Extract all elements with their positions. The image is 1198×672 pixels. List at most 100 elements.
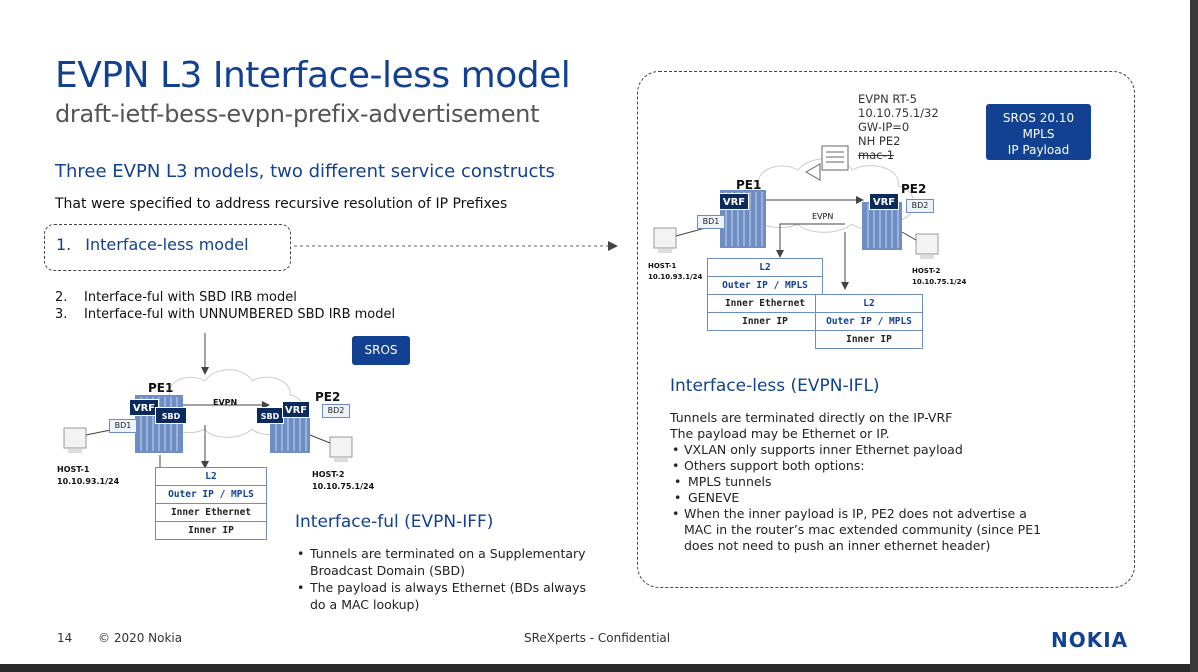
ifl-bullet: •Others support both options: bbox=[672, 458, 865, 473]
sros-payload: IP Payload bbox=[1007, 143, 1070, 157]
model-2-item: 2. Interface-ful with SBD IRB model bbox=[55, 289, 395, 306]
evpn-route-label: EVPN RT-5 10.10.75.1/32 GW-IP=0 NH PE2 m… bbox=[858, 92, 939, 162]
iff-evpn-label: EVPN bbox=[213, 398, 238, 407]
iff-bd1-box: BD1 bbox=[109, 419, 137, 433]
down-arrow-icon bbox=[201, 367, 209, 375]
sros-version: SROS 20.10 bbox=[1002, 111, 1075, 125]
ifl-host2-label: HOST-2 10.10.75.1/24 bbox=[912, 266, 966, 288]
route-gwip: GW-IP=0 bbox=[858, 120, 910, 134]
iff-packet-stack: L2 Outer IP / MPLS Inner Ethernet Inner … bbox=[155, 467, 267, 540]
nokia-logo: NOKIA bbox=[1051, 628, 1129, 652]
ifl-panel bbox=[637, 71, 1135, 588]
iff-pe2-sbd-badge: SBD bbox=[256, 407, 284, 424]
ifl-pe2-label: PE2 bbox=[901, 182, 927, 196]
iff-host1-ip: 10.10.93.1/24 bbox=[57, 477, 120, 486]
model-3-number: 3. bbox=[55, 307, 68, 322]
route-prefix: 10.10.75.1/32 bbox=[858, 106, 939, 120]
ifl-bd1-box: BD1 bbox=[697, 215, 725, 229]
stack-l2: L2 bbox=[815, 294, 923, 313]
callout-arrow bbox=[294, 241, 618, 251]
slide-subtitle: draft-ietf-bess-evpn-prefix-advertisemen… bbox=[55, 100, 540, 128]
confidential-label: SReXperts - Confidential bbox=[524, 631, 671, 645]
stack-inner-ip: Inner IP bbox=[155, 521, 267, 540]
ifl-sub-bullet: •MPLS tunnels bbox=[674, 474, 772, 489]
page-number: 14 bbox=[57, 631, 73, 645]
stack-outer: Outer IP / MPLS bbox=[155, 485, 267, 504]
ifl-pe1-label: PE1 bbox=[736, 178, 762, 192]
iff-pe2-vrf-badge: VRF bbox=[282, 401, 310, 418]
ifl-line-2: The payload may be Ethernet or IP. bbox=[670, 426, 890, 441]
model-1-label: Interface-less model bbox=[85, 235, 249, 254]
ifl-bd2-box: BD2 bbox=[906, 199, 934, 213]
window-edge bbox=[1190, 0, 1198, 672]
section-heading: Three EVPN L3 models, two different serv… bbox=[55, 161, 555, 182]
ifl-bullet-text: Others support both options: bbox=[684, 458, 865, 473]
stack-l2: L2 bbox=[155, 467, 267, 486]
stack-outer: Outer IP / MPLS bbox=[815, 312, 923, 331]
iff-bullet: •The payload is always Ethernet (BDs alw… bbox=[297, 580, 587, 612]
model-3-item: 3. Interface-ful with UNNUMBERED SBD IRB … bbox=[55, 306, 395, 323]
route-document-icon bbox=[804, 145, 849, 181]
iff-pe1-sbd-badge: SBD bbox=[155, 407, 187, 424]
iff-bullet-text: Tunnels are terminated on a Supplementar… bbox=[310, 546, 586, 578]
ifl-host2-ip: 10.10.75.1/24 bbox=[912, 278, 967, 286]
route-mac-struck: mac-1 bbox=[858, 148, 895, 162]
model-2-label: Interface-ful with SBD IRB model bbox=[84, 290, 297, 305]
model-3-label: Interface-ful with UNNUMBERED SBD IRB mo… bbox=[84, 307, 396, 322]
ifl-host1-name: HOST-1 bbox=[648, 262, 677, 270]
iff-bullet-text: The payload is always Ethernet (BDs alwa… bbox=[310, 580, 587, 612]
ifl-host2-name: HOST-2 bbox=[912, 267, 941, 275]
route-type: EVPN RT-5 bbox=[858, 92, 917, 106]
ifl-sub-bullet-text: GENEVE bbox=[688, 490, 740, 505]
ifl-host1-ip: 10.10.93.1/24 bbox=[648, 273, 703, 281]
model-list: 2. Interface-ful with SBD IRB model 3. Int… bbox=[55, 289, 395, 323]
iff-bullets: •Tunnels are terminated on a Supplementa… bbox=[295, 545, 605, 613]
host2-computer-icon bbox=[915, 233, 939, 259]
iff-host2-name: HOST-2 bbox=[312, 470, 345, 479]
iff-bullet: •Tunnels are terminated on a Supplementa… bbox=[297, 546, 586, 578]
slide-title: EVPN L3 Interface-less model bbox=[55, 55, 571, 96]
model-2-number: 2. bbox=[55, 290, 68, 305]
sros-2010-badge: SROS 20.10 MPLS IP Payload bbox=[986, 104, 1091, 160]
intro-text: That were specified to address recursive… bbox=[55, 196, 508, 212]
stack-inner-ip: Inner IP bbox=[707, 312, 823, 331]
iff-host1-name: HOST-1 bbox=[57, 465, 90, 474]
ifl-bullet: •When the inner payload is IP, PE2 does … bbox=[672, 506, 1042, 553]
pe2-router-icon bbox=[862, 202, 902, 250]
ifl-packet-stack-2: L2 Outer IP / MPLS Inner IP bbox=[815, 294, 923, 349]
sros-badge: SROS bbox=[352, 336, 410, 365]
stack-inner-ip: Inner IP bbox=[815, 330, 923, 349]
ifl-sub-bullet: •GENEVE bbox=[674, 490, 740, 505]
ifl-pe2-vrf-badge: VRF bbox=[869, 193, 899, 210]
ifl-bullet-text: When the inner payload is IP, PE2 does n… bbox=[684, 506, 1042, 553]
ifl-pe1-vrf-badge: VRF bbox=[719, 193, 749, 210]
host1-computer-icon bbox=[653, 227, 677, 253]
route-nh: NH PE2 bbox=[858, 134, 901, 148]
iff-host2-ip: 10.10.75.1/24 bbox=[312, 482, 375, 491]
ifl-text: Tunnels are terminated directly on the I… bbox=[670, 410, 1130, 554]
ifl-line-1: Tunnels are terminated directly on the I… bbox=[670, 410, 953, 425]
iff-pe1-label: PE1 bbox=[148, 381, 174, 395]
sros-transport: MPLS bbox=[1022, 127, 1055, 141]
stack-inner-eth: Inner Ethernet bbox=[155, 503, 267, 522]
stack-inner-eth: Inner Ethernet bbox=[707, 294, 823, 313]
ifl-evpn-label: EVPN bbox=[812, 212, 834, 221]
ifl-host1-label: HOST-1 10.10.93.1/24 bbox=[648, 261, 702, 283]
ifl-heading: Interface-less (EVPN-IFL) bbox=[670, 376, 880, 396]
ifl-bullet-text: VXLAN only supports inner Ethernet paylo… bbox=[684, 442, 963, 457]
host1-computer-icon bbox=[63, 427, 87, 453]
iff-bd2-box: BD2 bbox=[322, 404, 350, 418]
copyright: © 2020 Nokia bbox=[98, 631, 183, 645]
model-1-number: 1. bbox=[56, 235, 72, 254]
ifl-sub-bullet-text: MPLS tunnels bbox=[688, 474, 772, 489]
host2-computer-icon bbox=[329, 436, 353, 462]
model-1-callout: 1. Interface-less model bbox=[44, 224, 291, 271]
ifl-packet-stack-1: L2 Outer IP / MPLS Inner Ethernet Inner … bbox=[707, 258, 823, 331]
stack-outer: Outer IP / MPLS bbox=[707, 276, 823, 295]
iff-host1-label: HOST-1 10.10.93.1/24 bbox=[57, 464, 119, 488]
iff-pe2-label: PE2 bbox=[315, 390, 341, 404]
iff-heading: Interface-ful (EVPN-IFF) bbox=[295, 512, 494, 532]
iff-host2-label: HOST-2 10.10.75.1/24 bbox=[312, 469, 374, 493]
ifl-bullet: •VXLAN only supports inner Ethernet payl… bbox=[672, 442, 963, 457]
